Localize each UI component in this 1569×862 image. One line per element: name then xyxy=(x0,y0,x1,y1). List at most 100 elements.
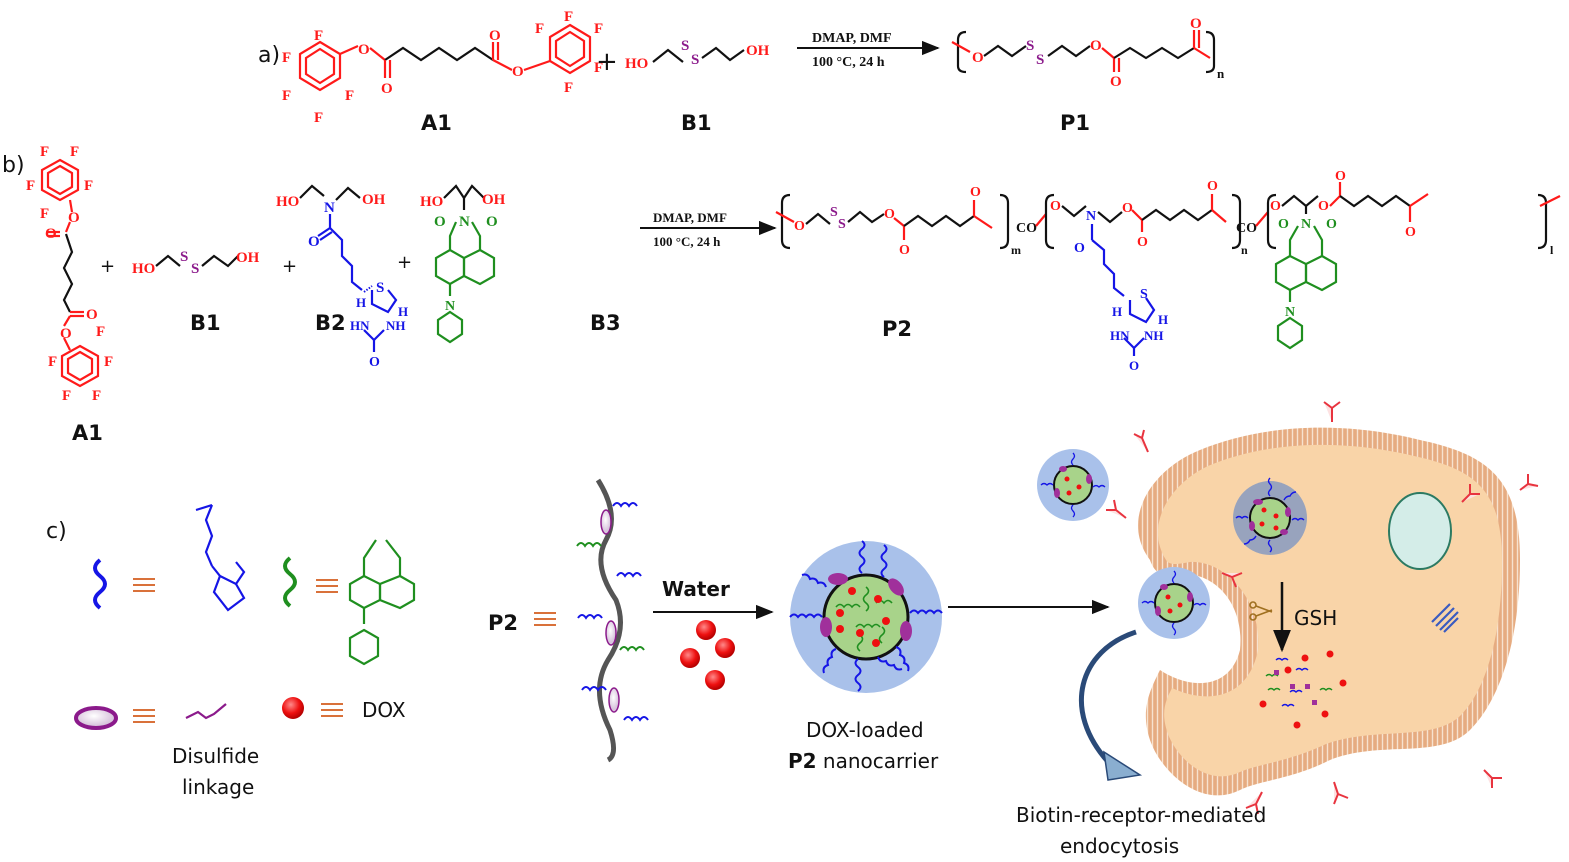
cancer-cell: GSH xyxy=(1138,427,1520,796)
disulfide-caption-line2: linkage xyxy=(182,775,254,799)
dox-loaded-nanocarrier xyxy=(789,540,943,693)
svg-text:F: F xyxy=(26,178,35,194)
svg-text:F: F xyxy=(70,144,79,160)
label-B3: B3 xyxy=(590,311,621,335)
svg-text:CO: CO xyxy=(1016,221,1037,236)
svg-text:H: H xyxy=(1112,304,1122,319)
svg-text:S: S xyxy=(376,280,384,296)
svg-text:S: S xyxy=(180,249,188,265)
svg-text:O: O xyxy=(970,185,981,200)
gsh-label: GSH xyxy=(1294,606,1337,630)
golgi-apparatus xyxy=(1431,603,1459,633)
disulfide-oval-icon xyxy=(74,706,118,730)
svg-text:S: S xyxy=(191,261,199,277)
dox-sphere-icon xyxy=(705,670,725,690)
svg-text:S: S xyxy=(838,217,846,232)
receptor-icon xyxy=(1323,401,1341,422)
svg-text:O: O xyxy=(68,210,80,226)
svg-text:S: S xyxy=(1036,52,1044,68)
equivalence-sign-icon xyxy=(133,578,155,592)
free-nanocarrier xyxy=(1037,449,1109,521)
released-drug-fragments xyxy=(1259,650,1347,729)
label-B1-b: B1 xyxy=(190,311,221,335)
svg-text:O: O xyxy=(1137,235,1148,250)
dox-sphere-icon xyxy=(715,638,735,658)
self-assembly-arrow: Water xyxy=(653,577,774,690)
svg-text:S: S xyxy=(830,205,838,220)
biotin-receptors xyxy=(1106,401,1539,815)
svg-text:O: O xyxy=(60,326,72,342)
svg-text:O: O xyxy=(486,214,498,230)
svg-text:OH: OH xyxy=(746,43,770,59)
svg-text:HO: HO xyxy=(132,261,155,277)
svg-text:O: O xyxy=(1326,217,1337,232)
receptor-icon xyxy=(1519,474,1539,491)
molecule-A1-vertical xyxy=(40,158,100,388)
svg-text:O: O xyxy=(45,226,57,242)
svg-text:O: O xyxy=(1090,38,1102,54)
A1-vertical-atom-labels: F F F F F O O O O F F F F F xyxy=(26,144,113,404)
svg-text:S: S xyxy=(681,38,689,54)
molecule-B1-a: HO S S OH xyxy=(625,38,770,72)
polymer-P1: O S S O O O n xyxy=(951,16,1225,90)
p2-polymer-chain xyxy=(576,478,649,763)
molecule-B3: HO OH N O O N xyxy=(420,184,506,344)
svg-text:HN: HN xyxy=(350,318,370,333)
equivalence-sign-icon xyxy=(133,709,155,723)
svg-text:F: F xyxy=(92,388,101,404)
dox-label: DOX xyxy=(362,698,406,722)
molecule-B1-b: HO S S OH xyxy=(132,249,260,277)
svg-text:F: F xyxy=(535,21,544,37)
svg-text:F: F xyxy=(62,388,71,404)
legend-naphthalimide xyxy=(283,539,416,666)
equivalence-sign-icon xyxy=(316,579,338,593)
svg-text:F: F xyxy=(40,144,49,160)
svg-text:O: O xyxy=(358,42,370,58)
internalized-nanocarrier xyxy=(1233,477,1307,555)
endocytosed-nanocarrier xyxy=(1138,567,1210,639)
panel-label-c: c) xyxy=(46,519,67,544)
receptor-icon xyxy=(1483,769,1502,788)
svg-text:O: O xyxy=(1050,199,1061,214)
receptor-icon xyxy=(1245,791,1263,815)
svg-text:HO: HO xyxy=(625,56,648,72)
receptor-icon xyxy=(1133,429,1149,453)
svg-text:O: O xyxy=(434,214,446,230)
receptor-icon xyxy=(1221,572,1243,588)
label-A1-a: A1 xyxy=(421,111,452,135)
panel-label-b: b) xyxy=(2,153,25,178)
svg-text:O: O xyxy=(1129,358,1139,373)
svg-text:l: l xyxy=(1550,243,1554,257)
svg-text:O: O xyxy=(1335,169,1346,184)
svg-text:O: O xyxy=(489,28,501,44)
plus-sign: + xyxy=(100,256,115,277)
svg-text:O: O xyxy=(512,64,524,80)
svg-text:O: O xyxy=(1405,225,1416,240)
svg-text:O: O xyxy=(1318,199,1329,214)
svg-text:N: N xyxy=(1086,209,1096,224)
legend-dox: DOX xyxy=(282,697,406,722)
equivalence-sign-icon xyxy=(534,612,556,626)
svg-text:H: H xyxy=(356,295,366,310)
svg-text:H: H xyxy=(1158,312,1168,327)
svg-text:H: H xyxy=(398,304,408,319)
receptor-icon xyxy=(1106,499,1127,519)
svg-text:S: S xyxy=(1140,287,1148,302)
svg-text:OH: OH xyxy=(236,250,260,266)
svg-text:O: O xyxy=(1207,179,1218,194)
scissors-icon xyxy=(1249,601,1273,621)
label-P2-b: P2 xyxy=(882,317,912,341)
svg-text:O: O xyxy=(1110,74,1122,90)
A1-atom-labels: F F F F F O O O O F F F F F xyxy=(282,9,603,126)
svg-text:NH: NH xyxy=(386,318,406,333)
label-A1-b: A1 xyxy=(72,421,103,445)
svg-text:DMAP, DMF: DMAP, DMF xyxy=(812,31,892,46)
nanocarrier-caption-line1: DOX-loaded xyxy=(806,718,924,742)
svg-text:OH: OH xyxy=(362,192,386,208)
dox-sphere-icon xyxy=(696,620,716,640)
svg-text:HO: HO xyxy=(420,194,443,210)
svg-text:O: O xyxy=(1278,217,1289,232)
svg-text:F: F xyxy=(564,80,573,96)
legend-biotin xyxy=(93,503,246,612)
